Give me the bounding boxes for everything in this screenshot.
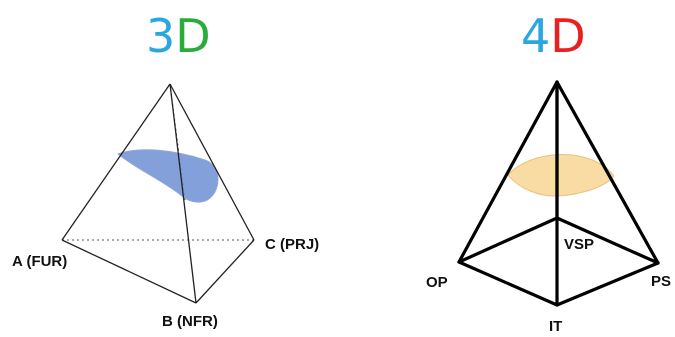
edge-it-ps xyxy=(555,261,660,307)
pyramid-4d: 4D OP PS IT VSP xyxy=(426,9,671,335)
label-vsp: VSP xyxy=(564,236,594,253)
edge-apex-a xyxy=(61,83,171,241)
title-4d-number: 4 xyxy=(521,9,550,63)
region-4d xyxy=(507,154,615,197)
label-b-nfr: B (NFR) xyxy=(162,313,218,330)
edge-apex-op xyxy=(457,80,559,264)
edge-apex-b xyxy=(169,83,197,304)
label-it: IT xyxy=(549,318,562,335)
title-3d-letter: D xyxy=(175,9,210,63)
title-3d: 3D xyxy=(146,9,211,63)
edge-b-c xyxy=(195,239,255,304)
edge-op-vsp xyxy=(457,216,559,264)
title-4d: 4D xyxy=(521,9,586,63)
edge-apex-c xyxy=(169,83,255,241)
edge-apex-ps xyxy=(555,80,660,265)
edges-4d xyxy=(457,80,660,307)
region-3d xyxy=(117,149,219,203)
tetrahedron-3d: 3D A (FUR) B (NFR) C (PRJ) xyxy=(12,9,319,330)
visible-edges-3d xyxy=(61,83,255,304)
edge-op-it xyxy=(457,260,559,307)
edge-vsp-ps xyxy=(555,216,660,265)
label-op: OP xyxy=(426,274,448,291)
edge-a-b xyxy=(61,239,197,304)
title-4d-letter: D xyxy=(550,9,585,63)
label-c-prj: C (PRJ) xyxy=(265,236,319,253)
label-a-fur: A (FUR) xyxy=(12,253,67,270)
title-3d-number: 3 xyxy=(146,9,175,63)
label-ps: PS xyxy=(651,273,671,290)
